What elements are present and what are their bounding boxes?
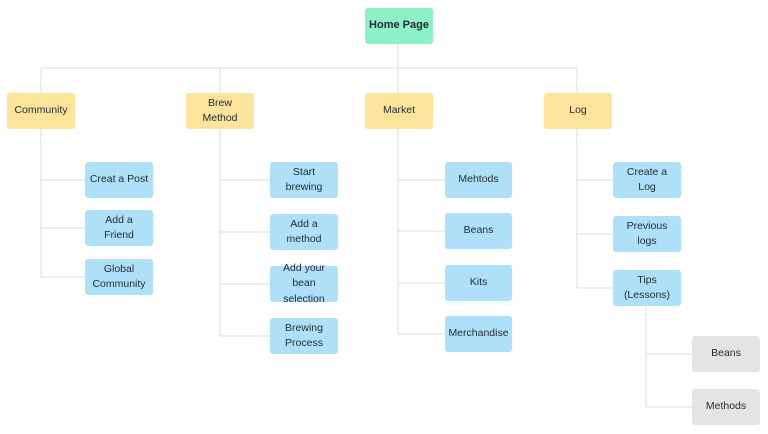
node-create-post: Creat a Post (85, 162, 153, 198)
node-community: Community (7, 93, 75, 129)
node-tips-beans: Beans (692, 336, 760, 372)
node-log: Log (544, 93, 612, 129)
node-market-methods: Mehtods (445, 162, 512, 198)
node-brew-method: Brew Method (186, 93, 254, 129)
node-tips-lessons: Tips (Lessons) (613, 270, 681, 306)
node-start-brewing: Start brewing (270, 162, 338, 198)
node-market: Market (365, 93, 433, 129)
node-global-community: Global Community (85, 259, 153, 295)
node-tips-methods: Methods (692, 389, 760, 425)
node-market-beans: Beans (445, 213, 512, 249)
node-market-kits: Kits (445, 265, 512, 301)
node-home-page: Home Page (365, 8, 433, 44)
node-brewing-process: Brewing Process (270, 318, 338, 354)
node-add-friend: Add a Friend (85, 210, 153, 246)
node-add-method: Add a method (270, 214, 338, 250)
node-add-bean-selection: Add your bean selection (270, 262, 338, 305)
node-previous-logs: Previous logs (613, 216, 681, 252)
node-merchandise: Merchandise (445, 316, 512, 352)
node-create-log: Create a Log (613, 162, 681, 198)
